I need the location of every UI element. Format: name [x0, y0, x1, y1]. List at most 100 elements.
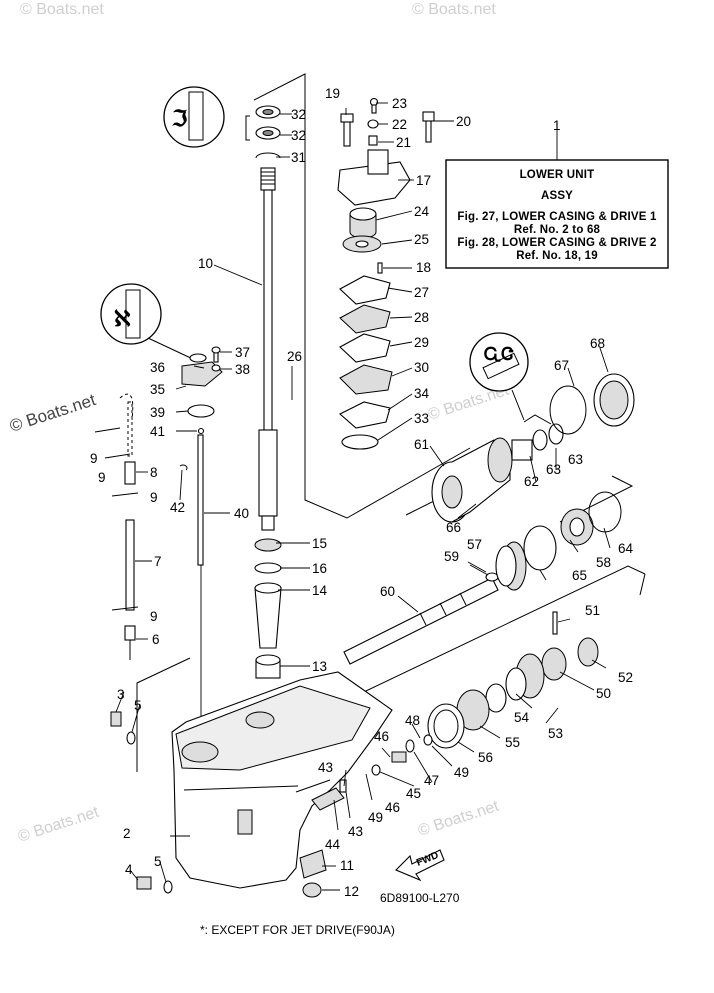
- forward-gear: [495, 541, 527, 591]
- part-label: 67: [554, 358, 569, 373]
- water-tube: [125, 519, 135, 611]
- part-label: 39: [150, 405, 165, 420]
- grease-callout-circle: ℵ: [100, 283, 196, 361]
- oil-seal: [548, 423, 564, 445]
- gasket: [339, 401, 391, 429]
- watermark: © Boats.net: [16, 804, 102, 846]
- clip: [179, 464, 188, 471]
- part-label: 14: [312, 583, 328, 598]
- part-label: 58: [596, 555, 611, 570]
- part-label: 33: [414, 411, 429, 426]
- propeller-shaft: [343, 577, 499, 665]
- part-label: 44: [325, 837, 341, 852]
- o-ring: [588, 491, 622, 533]
- part-label: 6: [152, 632, 160, 647]
- ball: [197, 427, 205, 435]
- part-label: 24: [414, 204, 430, 219]
- part-label: 13: [312, 659, 327, 674]
- pinion-gear: [299, 849, 327, 879]
- part-label: 34: [414, 386, 430, 401]
- part-label: 43: [348, 824, 363, 839]
- part-label: 11: [340, 858, 354, 873]
- needle-bearing: [511, 439, 533, 461]
- leader-lines: [115, 102, 611, 891]
- watermark: © Boats.net: [20, 1, 104, 18]
- dog-clutch: [541, 647, 567, 681]
- lower-casing: [171, 671, 393, 889]
- part-label: 63: [546, 462, 561, 477]
- group-boundary: [136, 657, 191, 772]
- bearing-bore: [262, 109, 274, 115]
- part-label: 27: [414, 285, 429, 300]
- info-box-line: Ref. No. 2 to 68: [514, 224, 601, 236]
- part-label: 36: [150, 360, 165, 375]
- drive-shaft: [258, 167, 278, 531]
- o-ring: [187, 404, 215, 418]
- shift-plunger: [391, 751, 407, 763]
- part-label: 62: [524, 474, 539, 489]
- gasket: [339, 333, 391, 363]
- part-label: 4: [125, 862, 133, 877]
- part-label: 17: [416, 173, 431, 188]
- part-label: 28: [414, 310, 429, 325]
- circlip: [255, 152, 281, 159]
- grommet: [124, 461, 136, 485]
- part-label: 8: [150, 465, 158, 480]
- grease-callout-circle: ℑ: [163, 86, 250, 148]
- part-label: 49: [454, 765, 469, 780]
- part-label: 66: [446, 520, 461, 535]
- ring: [485, 572, 499, 582]
- part-label: 45: [406, 786, 421, 801]
- info-box-line: LOWER UNIT: [520, 169, 595, 181]
- part-label: 65: [572, 568, 587, 583]
- part-label: 31: [291, 150, 306, 165]
- part-label: 15: [312, 536, 327, 551]
- group-boundary: [639, 573, 646, 596]
- impeller: [342, 235, 382, 253]
- group-boundary: [253, 73, 471, 519]
- drawing-code: 6D89100-L270: [380, 891, 460, 905]
- bolt: [343, 119, 351, 147]
- pinion-nut: [302, 882, 322, 898]
- group-boundary: [346, 565, 646, 701]
- part-label: 12: [344, 884, 359, 899]
- part-label: 68: [590, 336, 605, 351]
- watermark: © Boats.net: [7, 390, 98, 436]
- part-label: 42: [170, 500, 185, 515]
- insert: [368, 135, 378, 146]
- part-label: 21: [396, 135, 411, 150]
- spring: [577, 637, 599, 667]
- info-box: LOWER UNIT ASSY Fig. 27, LOWER CASING & …: [445, 134, 669, 269]
- shift-rod: [197, 434, 204, 566]
- watermark: © Boats.net: [416, 798, 502, 840]
- part-label: 5: [134, 698, 142, 713]
- part-label: 43: [318, 760, 333, 775]
- part-label: 60: [380, 584, 395, 599]
- part-label: 10: [198, 256, 213, 271]
- svg-text:ℑ: ℑ: [171, 106, 187, 131]
- part-label: 9: [150, 490, 158, 505]
- part-label: 35: [150, 382, 165, 397]
- part-label: 64: [618, 541, 634, 556]
- part-label: 2: [123, 826, 131, 841]
- part-label: 40: [234, 506, 249, 521]
- info-box-line: Fig. 28, LOWER CASING & DRIVE 2: [457, 237, 656, 249]
- part-label: 47: [424, 773, 439, 788]
- part-label: 23: [392, 96, 407, 111]
- gasket: [339, 275, 391, 305]
- part-label: 52: [618, 670, 633, 685]
- oil-seal: [532, 429, 548, 451]
- part-label: 50: [596, 686, 611, 701]
- part-label: 32: [291, 128, 306, 143]
- part-label: 49: [368, 810, 383, 825]
- part-label: 57: [467, 537, 482, 552]
- svg-text:ℵ: ℵ: [114, 306, 131, 331]
- pump-housing: [337, 161, 411, 206]
- watermark: © Boats.net: [412, 1, 496, 18]
- pinion-shaft-sleeve: [311, 787, 345, 811]
- part-label: 20: [456, 114, 471, 129]
- ball: [423, 734, 433, 746]
- shim: [523, 525, 557, 571]
